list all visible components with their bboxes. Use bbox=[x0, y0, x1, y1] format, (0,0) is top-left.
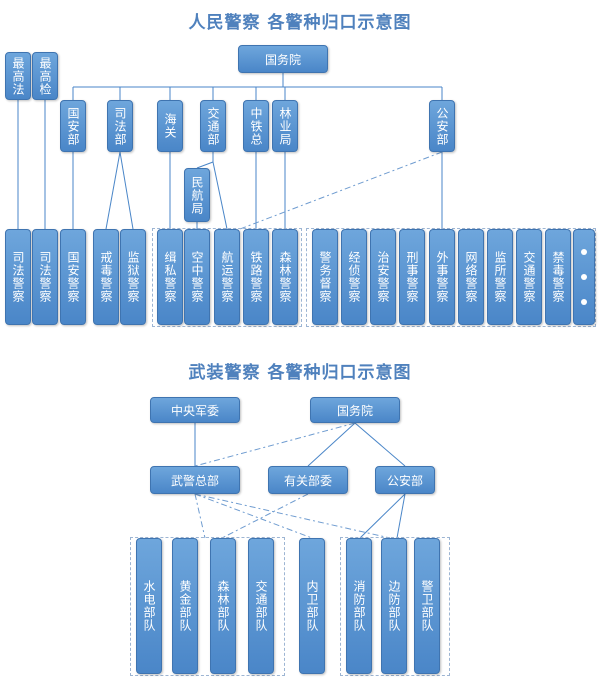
supreme-procuratorate-box: 最高检 bbox=[32, 52, 58, 100]
police-unit: 空中警察 bbox=[184, 229, 210, 325]
police-unit-label: 缉私警察 bbox=[163, 251, 177, 303]
armed-unit-label: 内卫部队 bbox=[305, 580, 319, 632]
ellipsis-dot-icon bbox=[581, 299, 587, 305]
justice-ministry-label: 司法部 bbox=[113, 106, 127, 146]
transport-ministry-box: 交通部 bbox=[200, 100, 226, 152]
police-unit-label: 司法警察 bbox=[11, 251, 25, 303]
police-unit-label: 铁路警察 bbox=[249, 251, 263, 303]
police-state-council-label: 国务院 bbox=[264, 52, 301, 67]
railway-corp-box: 中铁总 bbox=[243, 100, 269, 152]
forestry-bureau-label: 林业局 bbox=[278, 106, 292, 146]
armed-unit-label: 边防部队 bbox=[387, 580, 401, 632]
armed-unit: 消防部队 bbox=[346, 538, 372, 674]
aviation-admin-box: 民航局 bbox=[184, 168, 210, 222]
police-unit-label: 交通警察 bbox=[522, 251, 536, 303]
police-unit-label: 国安警察 bbox=[66, 251, 80, 303]
police-unit-label: 监所警察 bbox=[493, 251, 507, 303]
aviation-admin-label: 民航局 bbox=[190, 175, 204, 215]
armed-unit: 内卫部队 bbox=[299, 538, 325, 674]
police-unit-label: 航运警察 bbox=[220, 251, 234, 303]
armed-unit: 森林部队 bbox=[210, 538, 236, 674]
police-unit: 外事警察 bbox=[429, 229, 455, 325]
police-unit: 航运警察 bbox=[214, 229, 240, 325]
armed-police-hq-label: 武警总部 bbox=[170, 473, 219, 488]
armed-public-security-units-group bbox=[340, 537, 450, 676]
armed-ministry-units-group bbox=[130, 537, 285, 676]
armed-unit: 黄金部队 bbox=[172, 538, 198, 674]
armed-unit-label: 交通部队 bbox=[254, 580, 268, 632]
railway-corp-label: 中铁总 bbox=[249, 106, 263, 146]
ellipsis-dot-icon bbox=[581, 249, 587, 255]
state-security-label: 国安部 bbox=[66, 106, 80, 146]
police-unit: 国安警察 bbox=[60, 229, 86, 325]
cmc-label: 中央军委 bbox=[170, 403, 219, 418]
police-unit: 缉私警察 bbox=[157, 229, 183, 325]
police-unit-label: 戒毒警察 bbox=[99, 251, 113, 303]
forestry-bureau-box: 林业局 bbox=[272, 100, 298, 152]
related-ministries-label: 有关部委 bbox=[283, 473, 332, 488]
police-unit: 禁毒警察 bbox=[545, 229, 571, 325]
police-unit-label: 治安警察 bbox=[376, 251, 390, 303]
justice-ministry-box: 司法部 bbox=[107, 100, 133, 152]
armed-diagram-title: 武装警察 各警种归口示意图 bbox=[188, 363, 412, 383]
police-unit-label: 空中警察 bbox=[190, 251, 204, 303]
police-unit-label: 警务督察 bbox=[318, 251, 332, 303]
armed-police-hq-box: 武警总部 bbox=[150, 466, 240, 494]
ellipsis-dot-icon bbox=[581, 274, 587, 280]
police-unit-label: 网络警察 bbox=[464, 251, 478, 303]
police-unit: 治安警察 bbox=[370, 229, 396, 325]
transport-ministry-label: 交通部 bbox=[206, 106, 220, 146]
police-unit: 经侦警察 bbox=[341, 229, 367, 325]
police-unit: 交通警察 bbox=[516, 229, 542, 325]
supreme-court-label: 最高法 bbox=[11, 56, 25, 96]
armed-unit-label: 黄金部队 bbox=[178, 580, 192, 632]
customs-label: 海关 bbox=[163, 113, 177, 139]
state-security-box: 国安部 bbox=[60, 100, 86, 152]
police-unit-label: 森林警察 bbox=[278, 251, 292, 303]
customs-box: 海关 bbox=[157, 100, 183, 152]
supreme-court-box: 最高法 bbox=[5, 52, 31, 100]
public-security-ministry-box: 公安部 bbox=[429, 100, 455, 152]
police-unit: 司法警察 bbox=[5, 229, 31, 325]
cmc-box: 中央军委 bbox=[150, 397, 240, 423]
armed-public-security-box: 公安部 bbox=[375, 466, 435, 494]
police-unit: 监所警察 bbox=[487, 229, 513, 325]
armed-state-council-label: 国务院 bbox=[336, 403, 373, 418]
armed-public-security-label: 公安部 bbox=[386, 473, 423, 488]
armed-unit-label: 警卫部队 bbox=[420, 580, 434, 632]
police-unit: 警务督察 bbox=[312, 229, 338, 325]
armed-state-council-box: 国务院 bbox=[310, 397, 400, 423]
armed-unit-label: 森林部队 bbox=[216, 580, 230, 632]
police-unit-label: 司法警察 bbox=[38, 251, 52, 303]
police-unit-label: 经侦警察 bbox=[347, 251, 361, 303]
police-unit-label: 刑事警察 bbox=[405, 251, 419, 303]
related-ministries-box: 有关部委 bbox=[268, 466, 348, 494]
armed-unit-label: 水电部队 bbox=[142, 580, 156, 632]
police-state-council-box: 国务院 bbox=[238, 45, 328, 73]
police-unit-label: 外事警察 bbox=[435, 251, 449, 303]
police-diagram-title: 人民警察 各警种归口示意图 bbox=[188, 13, 412, 33]
police-more-units-box bbox=[573, 229, 595, 325]
supreme-procuratorate-label: 最高检 bbox=[38, 56, 52, 96]
armed-unit: 警卫部队 bbox=[414, 538, 440, 674]
police-unit: 森林警察 bbox=[272, 229, 298, 325]
police-unit: 戒毒警察 bbox=[93, 229, 119, 325]
police-unit: 铁路警察 bbox=[243, 229, 269, 325]
police-unit-label: 监狱警察 bbox=[126, 251, 140, 303]
police-unit-label: 禁毒警察 bbox=[551, 251, 565, 303]
armed-unit: 边防部队 bbox=[381, 538, 407, 674]
armed-unit: 水电部队 bbox=[136, 538, 162, 674]
armed-unit-label: 消防部队 bbox=[352, 580, 366, 632]
police-unit: 司法警察 bbox=[32, 229, 58, 325]
public-security-police-group bbox=[306, 228, 596, 327]
police-unit: 刑事警察 bbox=[399, 229, 425, 325]
transport-police-group bbox=[152, 228, 302, 327]
police-unit: 监狱警察 bbox=[120, 229, 146, 325]
armed-unit: 交通部队 bbox=[248, 538, 274, 674]
police-unit: 网络警察 bbox=[458, 229, 484, 325]
public-security-ministry-label: 公安部 bbox=[435, 106, 449, 146]
